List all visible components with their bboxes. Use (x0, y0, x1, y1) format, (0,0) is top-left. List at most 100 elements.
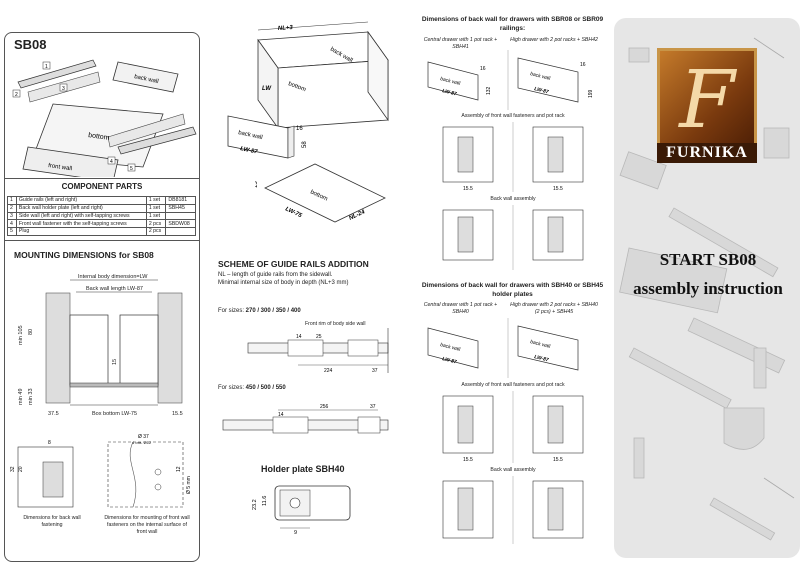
label-back-wall: back wall (134, 74, 159, 85)
back-wall-piece-diagram: back wall LW-87 16 58 (227, 115, 308, 159)
parts-cell-qty: 1 set (145, 211, 167, 221)
brand-name: FURNIKA (657, 143, 757, 163)
parts-cell-qty: 1 set (145, 196, 167, 205)
dim-16: 16 (296, 126, 303, 132)
parts-cell-n: 1 (7, 196, 17, 205)
dim-80: 80 (28, 329, 34, 335)
dim-12: 12 (176, 466, 182, 472)
dim-min105: min 105 (18, 325, 24, 345)
back-wall-dims-diagram-1: back wall LW-87 16 132 back wall LW-87 1… (427, 50, 594, 110)
parts-cell-name: Guide rails (left and right) (15, 196, 147, 205)
parts-cell-name: Front wall fastener with the self-tappin… (15, 219, 147, 229)
dims-title-1: Dimensions of back wall for drawers with… (421, 16, 604, 32)
label-back-4: back wall (530, 339, 551, 350)
bottom-piece-diagram: 15 bottom LW-75 NL-24 (255, 163, 386, 223)
caption-back-wall: Dimensions for back wall fastening (23, 515, 81, 528)
dim-155-4: 15.5 (553, 457, 563, 463)
caption-front-wall: Dimensions for mounting of front wall fa… (104, 515, 190, 535)
assembly-back-1: Back wall assembly (490, 196, 536, 202)
logo-letter-f: F (679, 53, 735, 146)
min-note: Minimal internal size of body in depth (… (218, 280, 349, 286)
dim-min49: min 49 (18, 388, 24, 405)
dim-lw87-3: LW-87 (442, 356, 458, 365)
parts-cell-code (165, 227, 196, 236)
components-title: COMPONENT PARTS (61, 182, 143, 191)
cover-subtitle: assembly instruction (633, 279, 783, 298)
nl-note: NL – length of guide rails from the side… (218, 272, 333, 278)
dim-132: 132 (486, 86, 492, 95)
central-drawer-2: Central drawer with 1 pot rack + SBH40 (423, 302, 498, 315)
dim-232: 23.2 (252, 499, 258, 510)
label-back-2: back wall (530, 71, 551, 82)
dim-internal: Internal body dimension=LW (78, 274, 148, 280)
guide-rail-diagram-2: 14 256 37 (222, 404, 389, 434)
dim-14-a: 14 (296, 334, 302, 340)
assembly-back-2: Back wall assembly (490, 467, 536, 473)
dim-224: 224 (324, 368, 333, 373)
dim-nl3: NL+3 (278, 25, 294, 32)
assembly-front-1: Assembly of front wall fasteners and pot… (461, 113, 565, 119)
mounting-title: MOUNTING DIMENSIONS for SB08 (14, 250, 154, 260)
part-num-1: 1 (45, 64, 48, 70)
parts-cell-n: 4 (7, 219, 17, 229)
dim-256: 256 (320, 404, 329, 410)
parts-cell-n: 2 (7, 203, 17, 213)
dim-25: 25 (316, 334, 322, 340)
holder-plate-diagram: 23.2 11.6 9 (252, 485, 351, 536)
dim-155-1: 15.5 (463, 186, 473, 192)
part-num-5: 5 (130, 166, 133, 172)
parts-cell-qty: 2 pcs (145, 219, 167, 229)
dim-20: 20 (18, 466, 24, 472)
dim-lw87-2: LW-87 (534, 86, 550, 95)
dim-375: 37.5 (48, 411, 59, 417)
dim-holes: 4 отв. Ø12 (132, 440, 152, 445)
dim-lw87-4: LW-87 (534, 354, 550, 363)
back-wall-dims-diagram-2: back wall LW-87 back wall LW-87 (427, 318, 579, 378)
dim-155: 15.5 (172, 411, 183, 417)
assembly-front-2: Assembly of front wall fasteners and pot… (461, 382, 565, 388)
dim-8: 8 (48, 440, 51, 446)
high-drawer-1: High drawer with 2 pot racks + SBH42 (510, 37, 598, 43)
parts-cell-name: Plug (15, 227, 147, 236)
parts-cell-code (165, 211, 196, 221)
dim-d55: Ø 5 mm (186, 476, 192, 494)
cover-title: START SB08 (659, 250, 757, 269)
dim-lw: LW (262, 86, 272, 92)
assembly-back-diagram-1 (442, 205, 584, 270)
part-num-3: 3 (62, 86, 65, 92)
parts-cell-code: SBDW08 (165, 219, 196, 229)
parts-cell-n: 3 (7, 211, 17, 221)
dim-14-b: 14 (278, 412, 284, 418)
holder-title: Holder plate SBH40 (261, 464, 345, 474)
label-back-3: back wall (440, 342, 461, 353)
label-back-wall-piece: back wall (238, 130, 263, 141)
front-rim-label: Front rim of body side wall (305, 321, 366, 327)
assembly-back-diagram-2 (442, 476, 584, 544)
dim-lw87-1: LW-87 (442, 88, 458, 97)
dim-back-wall-length: Back wall length LW-87 (86, 286, 143, 292)
dim-min33: min 33 (28, 388, 34, 405)
divider (4, 240, 200, 241)
dim-9: 9 (294, 530, 297, 536)
dim-37-b: 37 (370, 404, 376, 410)
dim-16-1: 16 (480, 66, 486, 72)
sb08-panel (4, 32, 200, 562)
drawer-exploded-diagram: back wall bottom front wall 1 2 3 4 5 (12, 59, 197, 177)
parts-cell-qty: 1 set (145, 203, 167, 213)
label-bottom-box: bottom (287, 81, 306, 93)
furnika-logo: F (657, 48, 757, 156)
parts-cell-qty: 2 pcs (145, 227, 167, 236)
parts-cell-n: 5 (7, 227, 17, 236)
dim-58: 58 (302, 141, 308, 148)
dim-155-2: 15.5 (553, 186, 563, 192)
parts-cell-code: DB8181 (165, 196, 196, 205)
divider (4, 178, 200, 179)
label-front-wall: front wall (48, 163, 73, 172)
dim-16-2: 16 (580, 62, 586, 68)
label-back-1: back wall (440, 76, 461, 87)
